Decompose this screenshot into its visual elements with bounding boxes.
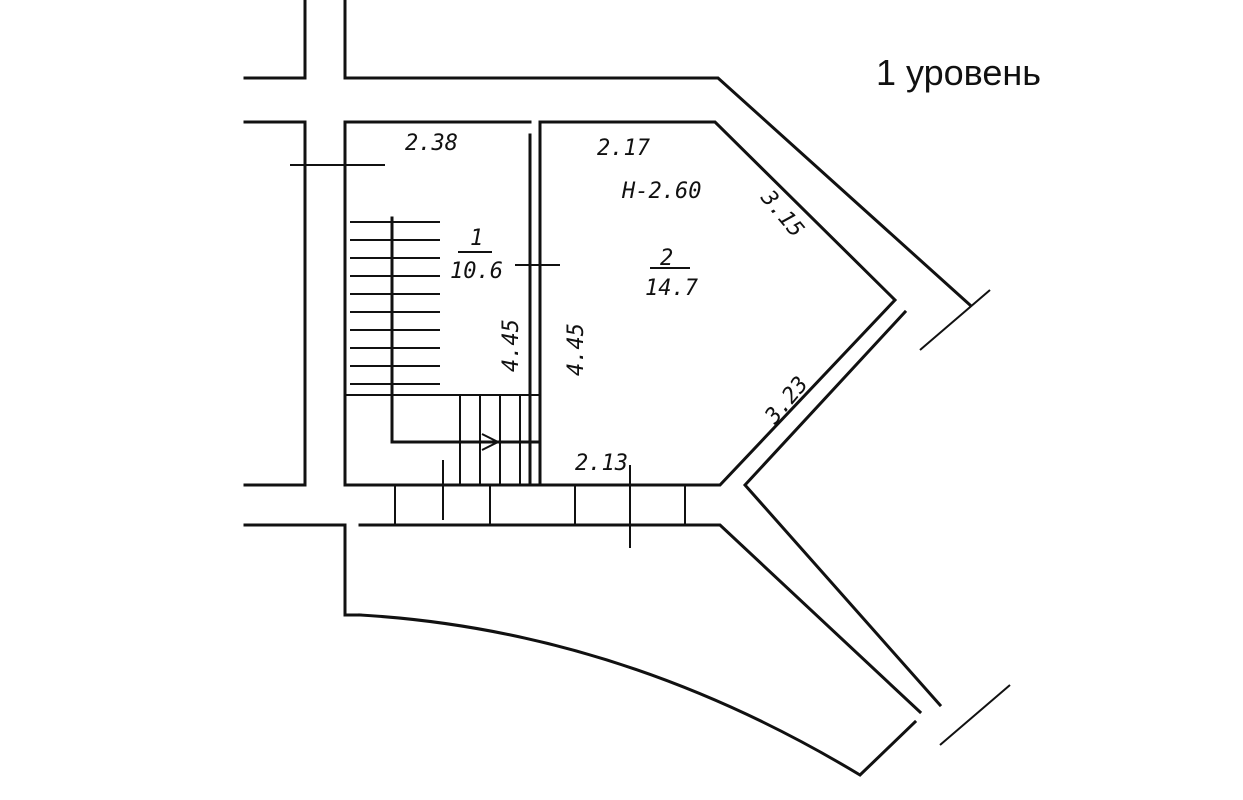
staircase	[345, 216, 540, 485]
room2-area: 14.7	[645, 276, 699, 301]
room2-number: 2	[660, 246, 673, 271]
room1-length-label: 4.45	[499, 319, 524, 372]
room1-number: 1	[470, 226, 483, 251]
level-title: 1 уровень	[876, 52, 1042, 93]
height-label: H-2.60	[621, 179, 701, 204]
room2-length-label: 4.45	[564, 323, 589, 376]
room2-bottom-label: 2.13	[575, 451, 628, 476]
diag-top-label: 3.15	[755, 185, 809, 242]
room1-area: 10.6	[450, 259, 503, 284]
stair-arrow-icon	[481, 433, 501, 451]
room1-width-label: 2.38	[405, 131, 458, 156]
labels: 2.38 2.17 H-2.60 3.15 1 10.6 2 14.7 4.45…	[405, 131, 814, 476]
walls	[243, 0, 1011, 777]
room2-top-label: 2.17	[597, 136, 651, 161]
